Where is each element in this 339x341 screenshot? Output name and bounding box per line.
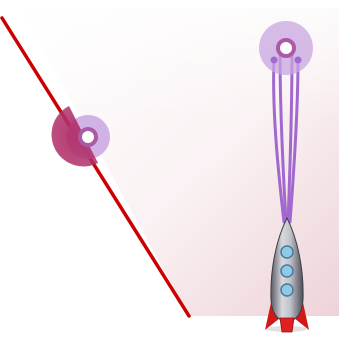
- tether-knot-right: [295, 57, 302, 64]
- tether-knot-left: [271, 57, 278, 64]
- rocket-nozzle: [280, 318, 294, 332]
- circle-handle-icon[interactable]: [278, 40, 294, 56]
- rocket-window-2: [281, 265, 293, 277]
- rocket-window-3: [281, 284, 293, 296]
- circle-handle-icon[interactable]: [80, 129, 96, 145]
- rocket-window-1: [281, 246, 293, 258]
- rocket-handle[interactable]: [259, 21, 313, 75]
